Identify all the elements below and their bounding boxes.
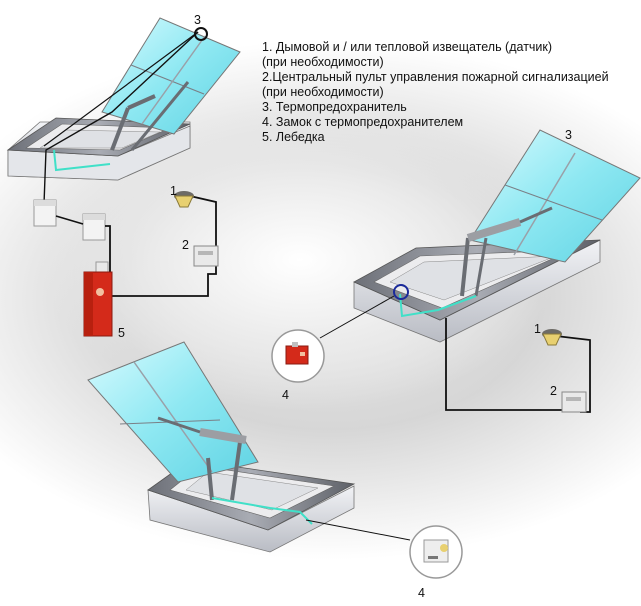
junction-box-2-icon <box>82 213 106 241</box>
legend-item-4: 4. Замок с термопредохранителем <box>262 115 464 129</box>
callout-1-left: 1 <box>170 184 177 198</box>
winch-icon <box>83 261 113 337</box>
callout-5-left: 5 <box>118 326 125 340</box>
control-panel-icon <box>193 245 219 267</box>
legend: 1. Дымовой и / или тепловой извещатель (… <box>262 40 637 145</box>
legend-item-1-note: (при необходимости) <box>262 55 384 69</box>
callout-2-right: 2 <box>550 384 557 398</box>
legend-item-3: 3. Термопредохранитель <box>262 100 407 114</box>
lock-circle-right-icon <box>271 329 325 383</box>
callout-1-right: 1 <box>534 322 541 336</box>
callout-2-left: 2 <box>182 238 189 252</box>
callout-4-bottom: 4 <box>418 586 425 600</box>
hatch-right <box>271 129 641 413</box>
legend-item-2: 2.Центральный пульт управления пожарной … <box>262 70 609 84</box>
legend-item-1: 1. Дымовой и / или тепловой извещатель (… <box>262 40 553 54</box>
hatch-bottom <box>87 341 463 579</box>
legend-item-5: 5. Лебедка <box>262 130 325 144</box>
callout-3-right: 3 <box>565 128 572 142</box>
control-panel-right-icon <box>561 391 587 413</box>
junction-box-1-icon <box>33 199 57 227</box>
smoke-detector-icon <box>174 191 194 208</box>
callout-3-top: 3 <box>194 13 201 27</box>
smoke-detector-right-icon <box>542 329 562 346</box>
hatch-top-left <box>6 17 241 337</box>
lock-circle-bottom-icon <box>409 525 463 579</box>
legend-item-2-note: (при необходимости) <box>262 85 384 99</box>
callout-4-mid: 4 <box>282 388 289 402</box>
